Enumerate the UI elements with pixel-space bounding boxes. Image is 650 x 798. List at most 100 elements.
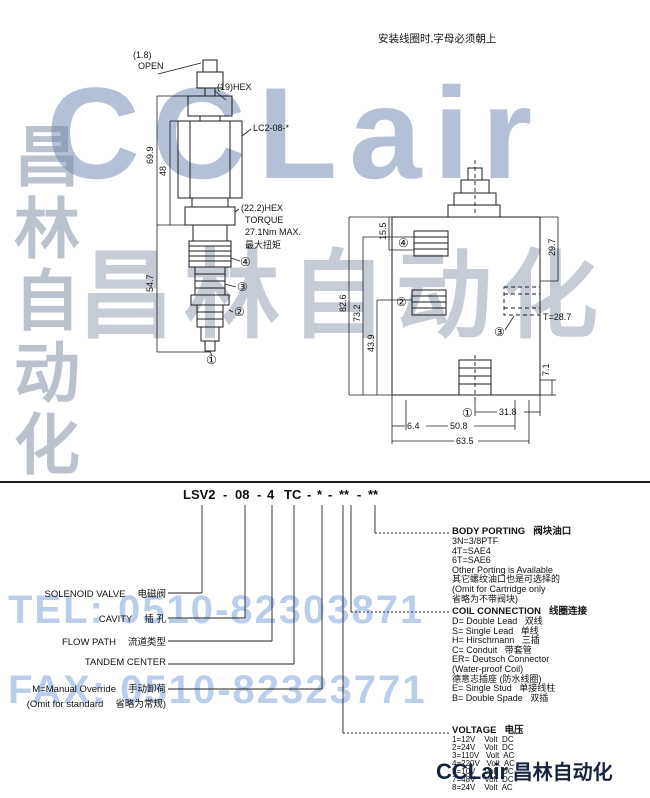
voltage-opt-1: 1=12V Volt DC: [452, 735, 514, 744]
thread-note: T=28.7: [543, 312, 571, 322]
footer-brand-en: CCLair: [436, 759, 509, 784]
coil-connection-title: COIL CONNECTION 线圈连接: [452, 606, 648, 617]
code-sep4: -: [328, 487, 333, 502]
hex222-label: (22.2)HEX: [241, 203, 283, 213]
body-porting-title-cn: 阀块油口: [533, 526, 572, 537]
dim-69-9: 69.9: [145, 146, 155, 164]
right-dimension-labels: 15.5 43.9 73.2 82.6 29.7 7.1 T=28.7 31.8…: [338, 222, 571, 446]
label-omit-standard: (Omit for standard 省略为常规): [0, 696, 166, 710]
coil-opt-h: H= Hirschmann 三插: [452, 635, 540, 646]
coil-install-note: 安装线圈时,字母必须朝上: [378, 33, 497, 45]
flow-en: FLOW PATH: [61, 637, 116, 648]
label-flow-path: FLOW PATH 流道类型: [0, 634, 166, 648]
body-porting-title: BODY PORTING 阀块油口: [452, 526, 648, 537]
body-porting-opt-4t: 4T=SAE4: [452, 545, 491, 556]
dim-31-8: 31.8: [499, 407, 517, 417]
coil-connection-title-en: COIL CONNECTION: [452, 606, 542, 617]
coil-opt-d: D= Double Lead 双线: [452, 616, 543, 626]
body-porting-note4: 省略为不带阀块): [452, 593, 518, 604]
port4-marker: ④: [240, 255, 251, 269]
manual-cn: 手动卸荷: [127, 684, 166, 695]
manual-en: M=Manual Override: [32, 684, 116, 695]
port2-marker: ②: [234, 305, 245, 319]
voltage-opt-7: 7=48V Volt DC: [452, 775, 514, 784]
code-sep1: -: [223, 487, 228, 502]
code-cavity: 08: [235, 487, 250, 502]
port1-marker: ①: [206, 353, 217, 367]
hex19-label: (19)HEX: [217, 82, 252, 92]
solenoid-cn: 电磁阀: [137, 589, 166, 600]
dim-29-7: 29.7: [547, 238, 557, 256]
coil-connection-title-cn: 线圈连接: [549, 606, 588, 617]
port3-marker-right: ③: [494, 325, 505, 339]
cavity-en: CAVITY: [98, 614, 133, 625]
label-cavity: CAVITY 插 孔: [0, 611, 166, 625]
voltage-opt-4: 4=220V Volt AC: [452, 759, 515, 768]
left-dimension-labels: (1.8) OPEN (19)HEX LC2-08-* (22.2)HEX TO…: [133, 50, 301, 292]
dim-6-4: 6.4: [407, 421, 420, 431]
footer-brand-cn: 昌林自动化: [512, 762, 613, 784]
body-porting-note2: 其它螺纹油口也是可选择的: [452, 574, 561, 585]
dim-63-5: 63.5: [456, 436, 474, 446]
body-porting-title-en: BODY PORTING: [452, 526, 526, 537]
port1-marker-right: ①: [462, 406, 473, 420]
coil-opt-b: B= Double Spade 双插: [452, 692, 549, 703]
torque-chinese: 最大扭矩: [245, 239, 281, 250]
label-tandem-center: TANDEM CENTER: [0, 657, 166, 668]
block-coil-connection: COIL CONNECTION 线圈连接 D= Double Lead 双线 S=…: [452, 606, 648, 703]
body-porting-note3: (Omit for Cartridge only: [452, 583, 546, 594]
flow-cn: 流道类型: [127, 637, 166, 648]
left-dimension-lines: [156, 62, 252, 357]
code-flow: 4: [267, 487, 275, 502]
body-porting-opt-6t: 6T=SAE6: [452, 555, 491, 566]
coil-opt-s: S= Single Lead 单线: [452, 625, 539, 636]
dim-48: 48: [158, 166, 168, 176]
dim-7-1: 7.1: [541, 363, 551, 376]
code-sep3: -: [307, 487, 312, 502]
omit-cn: 省略为常规): [115, 699, 166, 710]
voltage-opt-2: 2=24V Volt DC: [452, 743, 514, 752]
body-porting-opt-3n: 3N=3/8PTF: [452, 536, 499, 546]
voltage-title: VOLTAGE 电压: [452, 726, 648, 736]
open-dim-label: OPEN: [138, 61, 164, 71]
code-series: LSV2: [183, 487, 216, 502]
coil-opt-er: ER= Deutsch Connector: [452, 654, 550, 665]
left-port-numbers: ④ ③ ② ①: [206, 255, 251, 367]
voltage-opt-3: 3=110V Volt AC: [452, 751, 515, 760]
dim-73-2: 73.2: [352, 304, 362, 322]
voltage-opt-5: 5=10V Volt DC: [452, 767, 514, 776]
right-body-outline: [391, 167, 541, 396]
coil-opt-e: E= Single Stud 单接线柱: [452, 683, 556, 694]
dim-54-7: 54.7: [145, 274, 155, 292]
voltage-title-cn: 电压: [504, 725, 524, 736]
omit-en: (Omit for standard: [26, 699, 104, 710]
dim-15-5: 15.5: [378, 222, 388, 240]
dim-82-6: 82.6: [338, 294, 348, 312]
code-star1: *: [317, 487, 323, 502]
code-sep2: -: [257, 487, 262, 502]
right-hidden-lines: [474, 160, 541, 404]
coil-opt-c: C= Conduit 带套管: [452, 644, 532, 655]
cavity-cn: 插 孔: [144, 614, 166, 625]
right-dimension-lines: [348, 216, 559, 444]
code-connector-lines: [168, 505, 450, 734]
code-star2: **: [339, 487, 350, 502]
torque-label: TORQUE: [245, 215, 283, 225]
voltage-opt-8: 8=24V Volt AC: [452, 783, 513, 792]
coil-opt-er-cn: 德意志插座 (防水线圈): [452, 673, 542, 684]
left-valve-outline: [177, 59, 243, 352]
voltage-title-en: VOLTAGE: [452, 725, 497, 736]
tandem-en: TANDEM CENTER: [84, 657, 166, 668]
port3-marker: ③: [237, 280, 248, 294]
port2-marker-right: ②: [396, 295, 407, 309]
torque-value: 27.1Nm MAX.: [245, 227, 301, 237]
code-spool: TC: [284, 487, 302, 502]
section-divider: [0, 481, 650, 483]
coil-opt-er-note: (Water-proof Coil): [452, 663, 524, 674]
code-star3: **: [368, 487, 379, 502]
technical-drawings: (1.8) OPEN (19)HEX LC2-08-* (22.2)HEX TO…: [133, 50, 571, 446]
block-body-porting: BODY PORTING 阀块油口 3N=3/8PTF 4T=SAE4 6T=SA…: [452, 526, 648, 604]
block-voltage: VOLTAGE 电压 1=12V Volt DC 2=24V Volt DC 3=…: [452, 726, 648, 792]
